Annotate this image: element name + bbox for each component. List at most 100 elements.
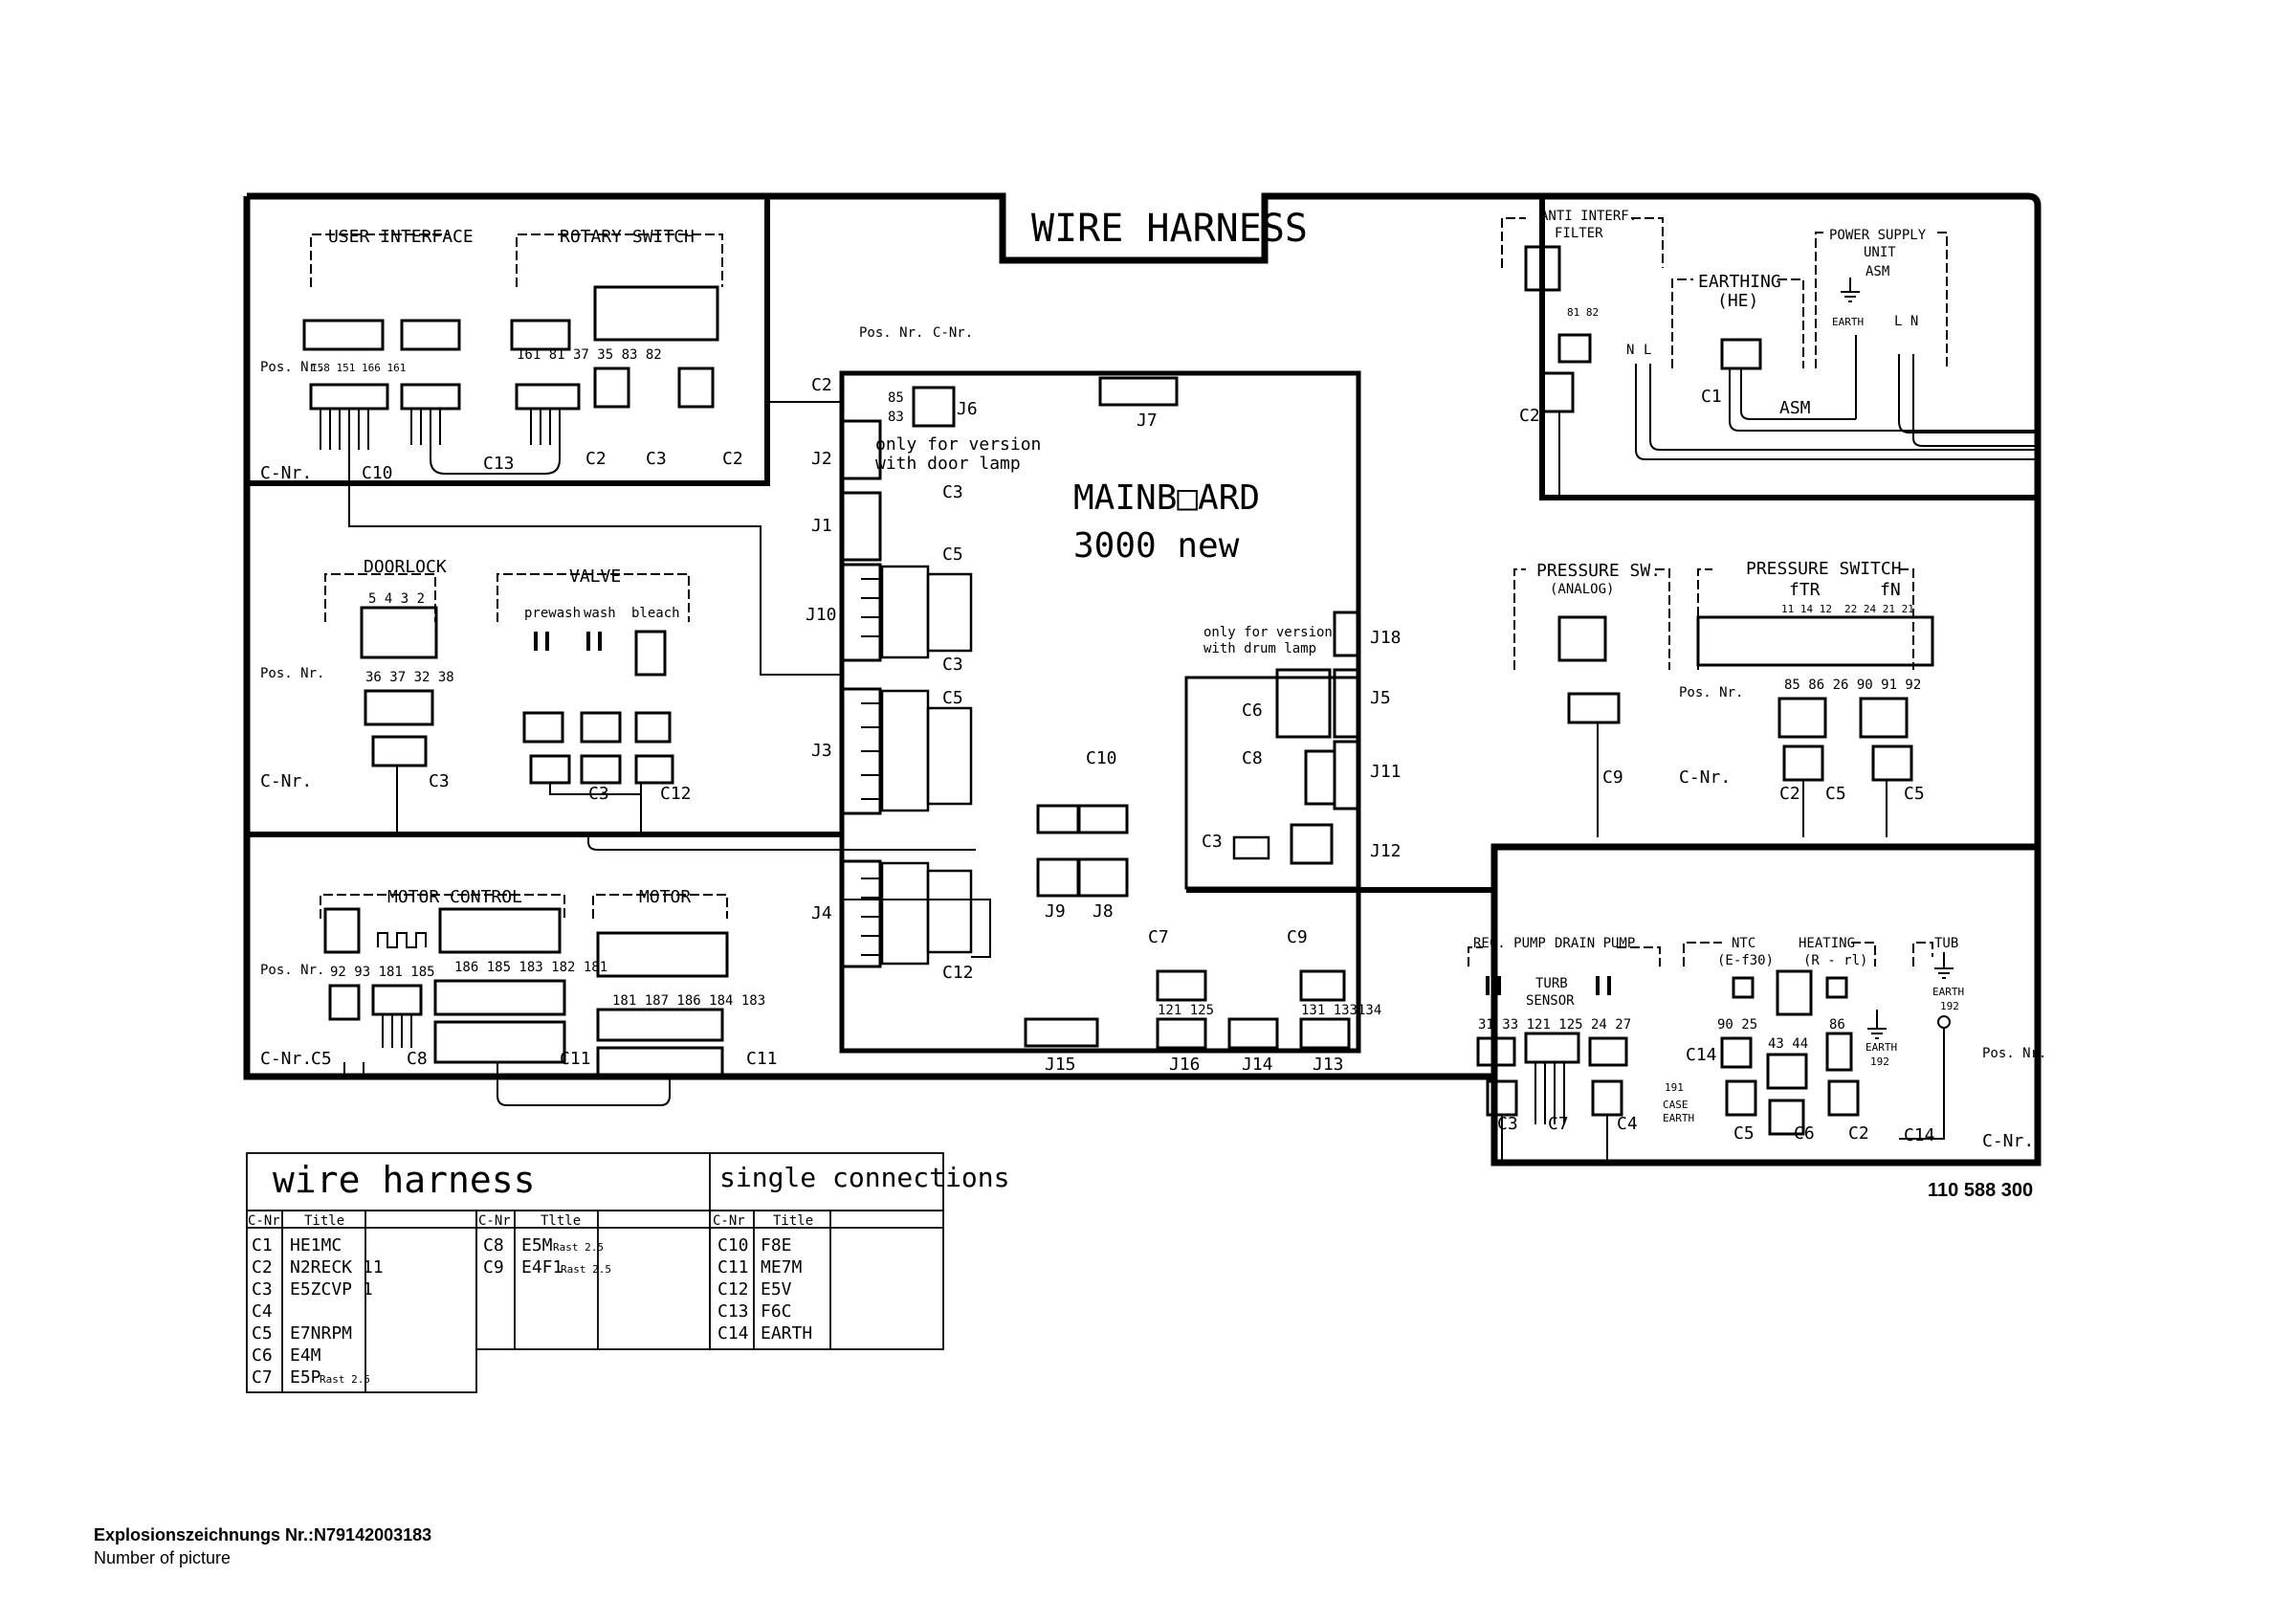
cnr-c2-tr: C2 xyxy=(1519,406,1540,426)
pins-doorlock-bot: 36 37 32 38 xyxy=(365,670,454,685)
pressure-parts xyxy=(1557,615,1934,782)
pin-85: 85 xyxy=(888,390,904,406)
motorctl-heatsink xyxy=(377,932,427,948)
pos-nr-top: Pos. Nr. xyxy=(859,325,923,341)
connector-j7-box xyxy=(1098,376,1179,407)
section-ntc-1: NTC xyxy=(1732,936,1755,951)
psu-earth: EARTH xyxy=(1832,316,1864,328)
section-pressure-switch: PRESSURE SWITCH xyxy=(1746,559,1902,579)
doorlock-valve-parts xyxy=(360,606,674,785)
pump-coil-marks xyxy=(1486,976,1611,995)
legend-col-title-3: Title xyxy=(773,1213,813,1229)
section-psu-1: POWER SUPPLY xyxy=(1829,228,1927,243)
legend-row: C1 xyxy=(252,1235,273,1255)
legend-row: C3 xyxy=(252,1279,273,1300)
cnr-c3-board: C3 xyxy=(1202,832,1223,852)
cnr-c11-motor-b: C11 xyxy=(746,1049,778,1069)
pins-rotary: 161 81 37 35 83 82 xyxy=(517,347,662,363)
legend-col-cnr-3: C-Nr xyxy=(713,1213,745,1229)
bracket-group-top-left xyxy=(310,233,723,287)
c-nr-pressure: C-Nr. xyxy=(1679,767,1731,788)
label-n: N xyxy=(1626,343,1634,358)
earth-symbols xyxy=(1841,278,1954,1140)
legend-row: EARTH xyxy=(761,1323,812,1344)
legend-wire-harness: wire harness xyxy=(273,1159,536,1201)
section-user-interface: USER INTERFACE xyxy=(328,227,474,247)
cnr-c14-br-a: C14 xyxy=(1686,1045,1717,1065)
section-doorlock: DOORLOCK xyxy=(364,557,447,577)
pin-ticks xyxy=(861,578,882,956)
note-door-lamp-1: only for version xyxy=(875,434,1041,455)
c10-plugs xyxy=(1036,804,1129,898)
legend-rast-c8: Rast 2.5 xyxy=(553,1241,604,1254)
pin-86: 86 xyxy=(1829,1017,1845,1033)
section-turb-1: TURB xyxy=(1535,976,1568,991)
cnr-c4-br: C4 xyxy=(1617,1114,1638,1134)
cnr-c14-br-b: C14 xyxy=(1904,1125,1935,1145)
valve-prewash: prewash xyxy=(524,606,581,621)
bracket-group-bottom-left xyxy=(320,894,728,919)
pins-ntc: 90 25 xyxy=(1717,1017,1757,1033)
c-nr-top: C-Nr. xyxy=(933,325,973,341)
pins-psw-ftr: 11 14 12 xyxy=(1781,603,1832,615)
section-tub: TUB xyxy=(1934,936,1958,951)
case-earth-1: CASE xyxy=(1663,1099,1689,1111)
legend-row: E5V xyxy=(761,1279,792,1300)
mainboard-bottom-connectors xyxy=(1024,969,1351,1050)
connector-j5: J5 xyxy=(1370,688,1391,708)
cnr-c9-pressure: C9 xyxy=(1602,767,1623,788)
section-pressure-analog-2: (ANALOG) xyxy=(1550,582,1614,597)
cnr-c8-motor: C8 xyxy=(407,1049,428,1069)
cnr-c10-board: C10 xyxy=(1086,748,1117,768)
cnr-c3-j1: C3 xyxy=(942,482,963,502)
cnr-c2-rot-b: C2 xyxy=(722,449,743,469)
connector-j16: J16 xyxy=(1169,1055,1201,1075)
legend-row: E5P xyxy=(290,1367,321,1388)
legend-row: N2RECK 11 xyxy=(290,1257,384,1278)
section-heating-1: HEATING xyxy=(1799,936,1855,951)
section-earthing-2: (HE) xyxy=(1717,291,1758,311)
cnr-c13-ui: C13 xyxy=(483,454,515,474)
section-anti-interf-1: ANTI INTERF. xyxy=(1540,209,1637,224)
ui-plugs xyxy=(302,285,719,411)
mainboard-left-connectors xyxy=(840,419,882,968)
legend-row: C7 xyxy=(252,1367,273,1388)
cnr-c5-br: C5 xyxy=(1733,1123,1755,1144)
bracket-group-mid-left xyxy=(324,573,690,622)
legend-row: E5ZCVP 1 xyxy=(290,1279,373,1300)
harness-plugs xyxy=(880,565,973,966)
header-title: WIRE HARNESS xyxy=(1031,207,1308,251)
mainboard-right-connectors xyxy=(1275,611,1360,865)
label-fn: fN xyxy=(1880,580,1901,600)
motor-wires xyxy=(343,899,991,1106)
connector-j10: J10 xyxy=(806,605,837,625)
cnr-c5-j1: C5 xyxy=(942,544,963,565)
legend-row: C12 xyxy=(718,1279,749,1300)
psu-ln: L N xyxy=(1894,314,1918,329)
legend-row: E4M xyxy=(290,1345,321,1366)
cnr-c7-board: C7 xyxy=(1148,927,1169,947)
connector-j12: J12 xyxy=(1370,841,1402,861)
section-motor: MOTOR xyxy=(639,887,691,907)
cnr-c11-motor-a: C11 xyxy=(560,1049,591,1069)
cnr-c3-br: C3 xyxy=(1497,1114,1518,1134)
legend-col-cnr-1: C-Nr xyxy=(248,1213,280,1229)
pins-psw-bot: 85 86 26 90 91 92 xyxy=(1784,678,1921,693)
pins-doorlock-top: 5 4 3 2 xyxy=(368,591,425,607)
legend-row: F8E xyxy=(761,1235,792,1255)
section-rotary-switch: ROTARY SWITCH xyxy=(560,227,695,247)
asm-label: ASM xyxy=(1779,398,1811,418)
connector-j4: J4 xyxy=(811,903,832,923)
legend-col-cnr-2: C-Nr xyxy=(478,1213,511,1229)
top-right-wires xyxy=(1558,335,2038,498)
section-turb-2: SENSOR xyxy=(1526,993,1575,1009)
footer-subtitle: Number of picture xyxy=(94,1548,232,1567)
cnr-c5-motor: C5 xyxy=(311,1049,332,1069)
legend-row: C2 xyxy=(252,1257,273,1278)
connector-j1: J1 xyxy=(811,516,832,536)
legend-table xyxy=(246,1152,944,1393)
valve-wash: wash xyxy=(584,606,616,621)
cnr-c5-j3: C5 xyxy=(942,688,963,708)
cnr-c12-j4: C12 xyxy=(942,963,974,983)
